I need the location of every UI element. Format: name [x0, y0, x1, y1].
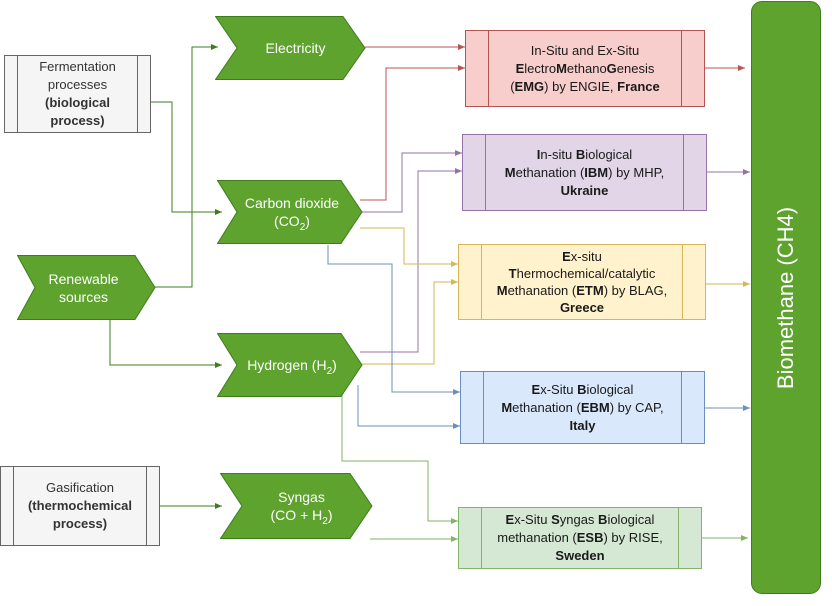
- ibm-line2: Methanation (IBM) by MHP,: [504, 164, 665, 180]
- fermentation-line1: Fermentation: [39, 59, 116, 74]
- hydrogen-shape[interactable]: Hydrogen (H2): [217, 333, 363, 397]
- gasification-line2: (thermochemical: [27, 498, 133, 513]
- gasification-line3: process): [52, 516, 108, 531]
- ibm-line3: Ukraine: [560, 182, 609, 198]
- edge-hydrogen-etm: [360, 279, 458, 365]
- electricity-shape[interactable]: Electricity: [215, 16, 366, 80]
- syngas-chevron: [220, 473, 373, 539]
- etm-line2: Thermochemical/catalytic: [508, 266, 656, 281]
- edge-fermentation-co2: [150, 101, 222, 215]
- edge-renewable-hydrogen: [109, 320, 222, 368]
- edge-co2-ebm: [327, 245, 460, 395]
- fermentation-line2: processes: [47, 77, 108, 92]
- ebm-line2: Methanation (EBM) by CAP,: [501, 399, 664, 415]
- electricity-label: Electricity: [265, 40, 326, 56]
- ebm-line1: Ex-Situ Biological: [531, 381, 634, 397]
- co2-chevron: [217, 180, 363, 244]
- esb-box[interactable]: Ex-Situ Syngas Biological methanation (E…: [458, 507, 702, 569]
- emg-line2: ElectroMethanoGenesis: [515, 60, 655, 76]
- co2-shape[interactable]: Carbon dioxide (CO2): [217, 180, 363, 244]
- electricity-chevron: [215, 16, 366, 80]
- esb-line2: methanation (ESB) by RISE,: [497, 530, 663, 545]
- co2-line2: (CO2): [274, 213, 310, 233]
- renewable-sources-chevron: [17, 255, 156, 320]
- co2-line1: Carbon dioxide: [244, 195, 340, 211]
- etm-line3: Methanation (ETM) by BLAG,: [496, 283, 668, 298]
- gasification-line1: Gasification: [46, 480, 114, 495]
- esb-line1: Ex-Situ Syngas Biological: [505, 512, 655, 527]
- etm-box[interactable]: Ex-situ Thermochemical/catalytic Methana…: [458, 244, 706, 320]
- emg-box[interactable]: In-Situ and Ex-Situ ElectroMethanoGenesi…: [465, 30, 705, 107]
- esb-line3: Sweden: [555, 548, 605, 563]
- etm-line4: Greece: [559, 300, 605, 315]
- renewable-line1: Renewable: [48, 270, 119, 287]
- fermentation-box[interactable]: Fermentation processes (biological proce…: [4, 55, 151, 133]
- syngas-shape[interactable]: Syngas (CO + H2): [220, 473, 373, 539]
- edge-hydrogen-ibm: [360, 168, 462, 353]
- fermentation-line3: (biological: [45, 95, 110, 110]
- fermentation-line4: process): [50, 113, 105, 128]
- biomethane-label: Biomethane (CH4): [773, 206, 798, 389]
- syngas-line1: Syngas: [278, 489, 325, 505]
- gasification-box[interactable]: Gasification (thermochemical process): [0, 466, 160, 546]
- emg-line3: (EMG) by ENGIE, France: [510, 78, 660, 94]
- etm-line1: Ex-situ: [562, 249, 602, 264]
- ebm-box[interactable]: Ex-Situ Biological Methanation (EBM) by …: [460, 371, 705, 444]
- syngas-line2: (CO + H2): [270, 507, 333, 527]
- ibm-box[interactable]: In-situ Biological Methanation (IBM) by …: [462, 134, 707, 211]
- edge-co2-emg: [360, 65, 465, 201]
- hydrogen-label: Hydrogen (H2): [247, 357, 337, 377]
- emg-line1: In-Situ and Ex-Situ: [530, 42, 640, 58]
- ebm-line3: Italy: [569, 417, 596, 433]
- ibm-line1: In-situ Biological: [536, 146, 633, 162]
- hydrogen-chevron: [217, 333, 363, 397]
- edge-renewable-electricity: [155, 44, 218, 288]
- edge-hydrogen-esb: [341, 385, 458, 524]
- renewable-line2: sources: [58, 288, 109, 305]
- edge-co2-ibm: [360, 150, 462, 213]
- biomethane-output[interactable]: Biomethane (CH4): [751, 1, 821, 594]
- edge-co2-etm: [360, 227, 458, 267]
- edge-hydrogen-ebm: [357, 385, 460, 429]
- renewable-sources-shape[interactable]: Renewable sources: [17, 255, 156, 320]
